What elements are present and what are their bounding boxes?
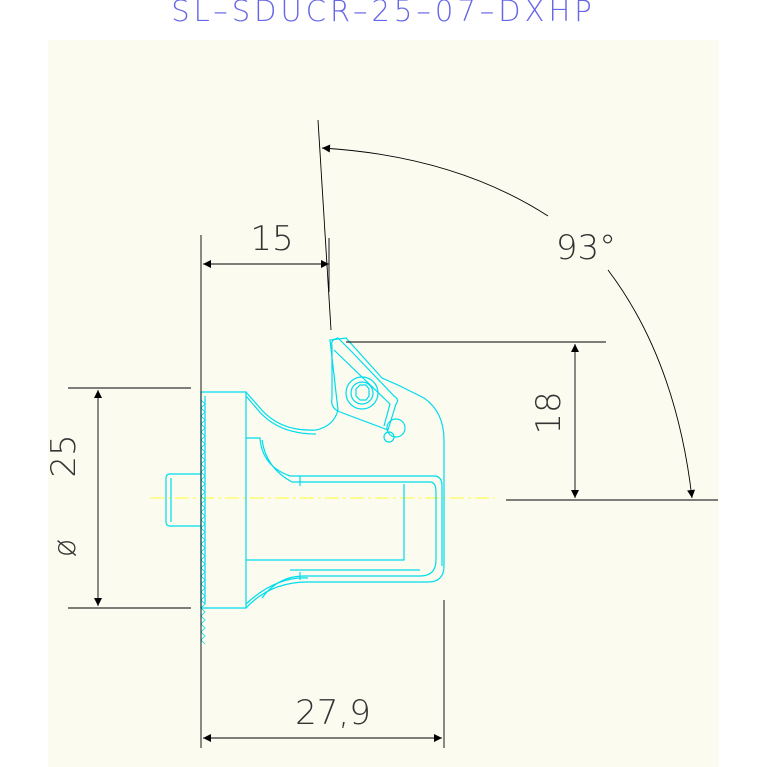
- dim-93-arc-upper: [321, 144, 549, 217]
- dim-25-label: 25: [44, 434, 84, 477]
- pin: [386, 418, 406, 438]
- upper-body: [245, 337, 445, 609]
- drawing-title: SL–SDUCR–25–07–DXHP: [171, 0, 596, 28]
- dim-15-label: 15: [250, 219, 293, 259]
- dim-93-label: 93°: [556, 228, 616, 268]
- drawing-sheet: [48, 40, 719, 767]
- dim-27-9-label: 27,9: [295, 693, 371, 733]
- dim-93-arc-lower: [607, 269, 696, 499]
- dimension-lines: [68, 119, 718, 748]
- shank-stub: [165, 473, 201, 527]
- insert: [331, 337, 399, 431]
- knurl: [200, 399, 206, 645]
- insert-screw: [345, 376, 379, 410]
- dim-18-label: 18: [529, 391, 569, 434]
- tool-holder-outline: [165, 337, 445, 645]
- flange: [200, 391, 247, 609]
- diameter-symbol: ø: [48, 539, 83, 557]
